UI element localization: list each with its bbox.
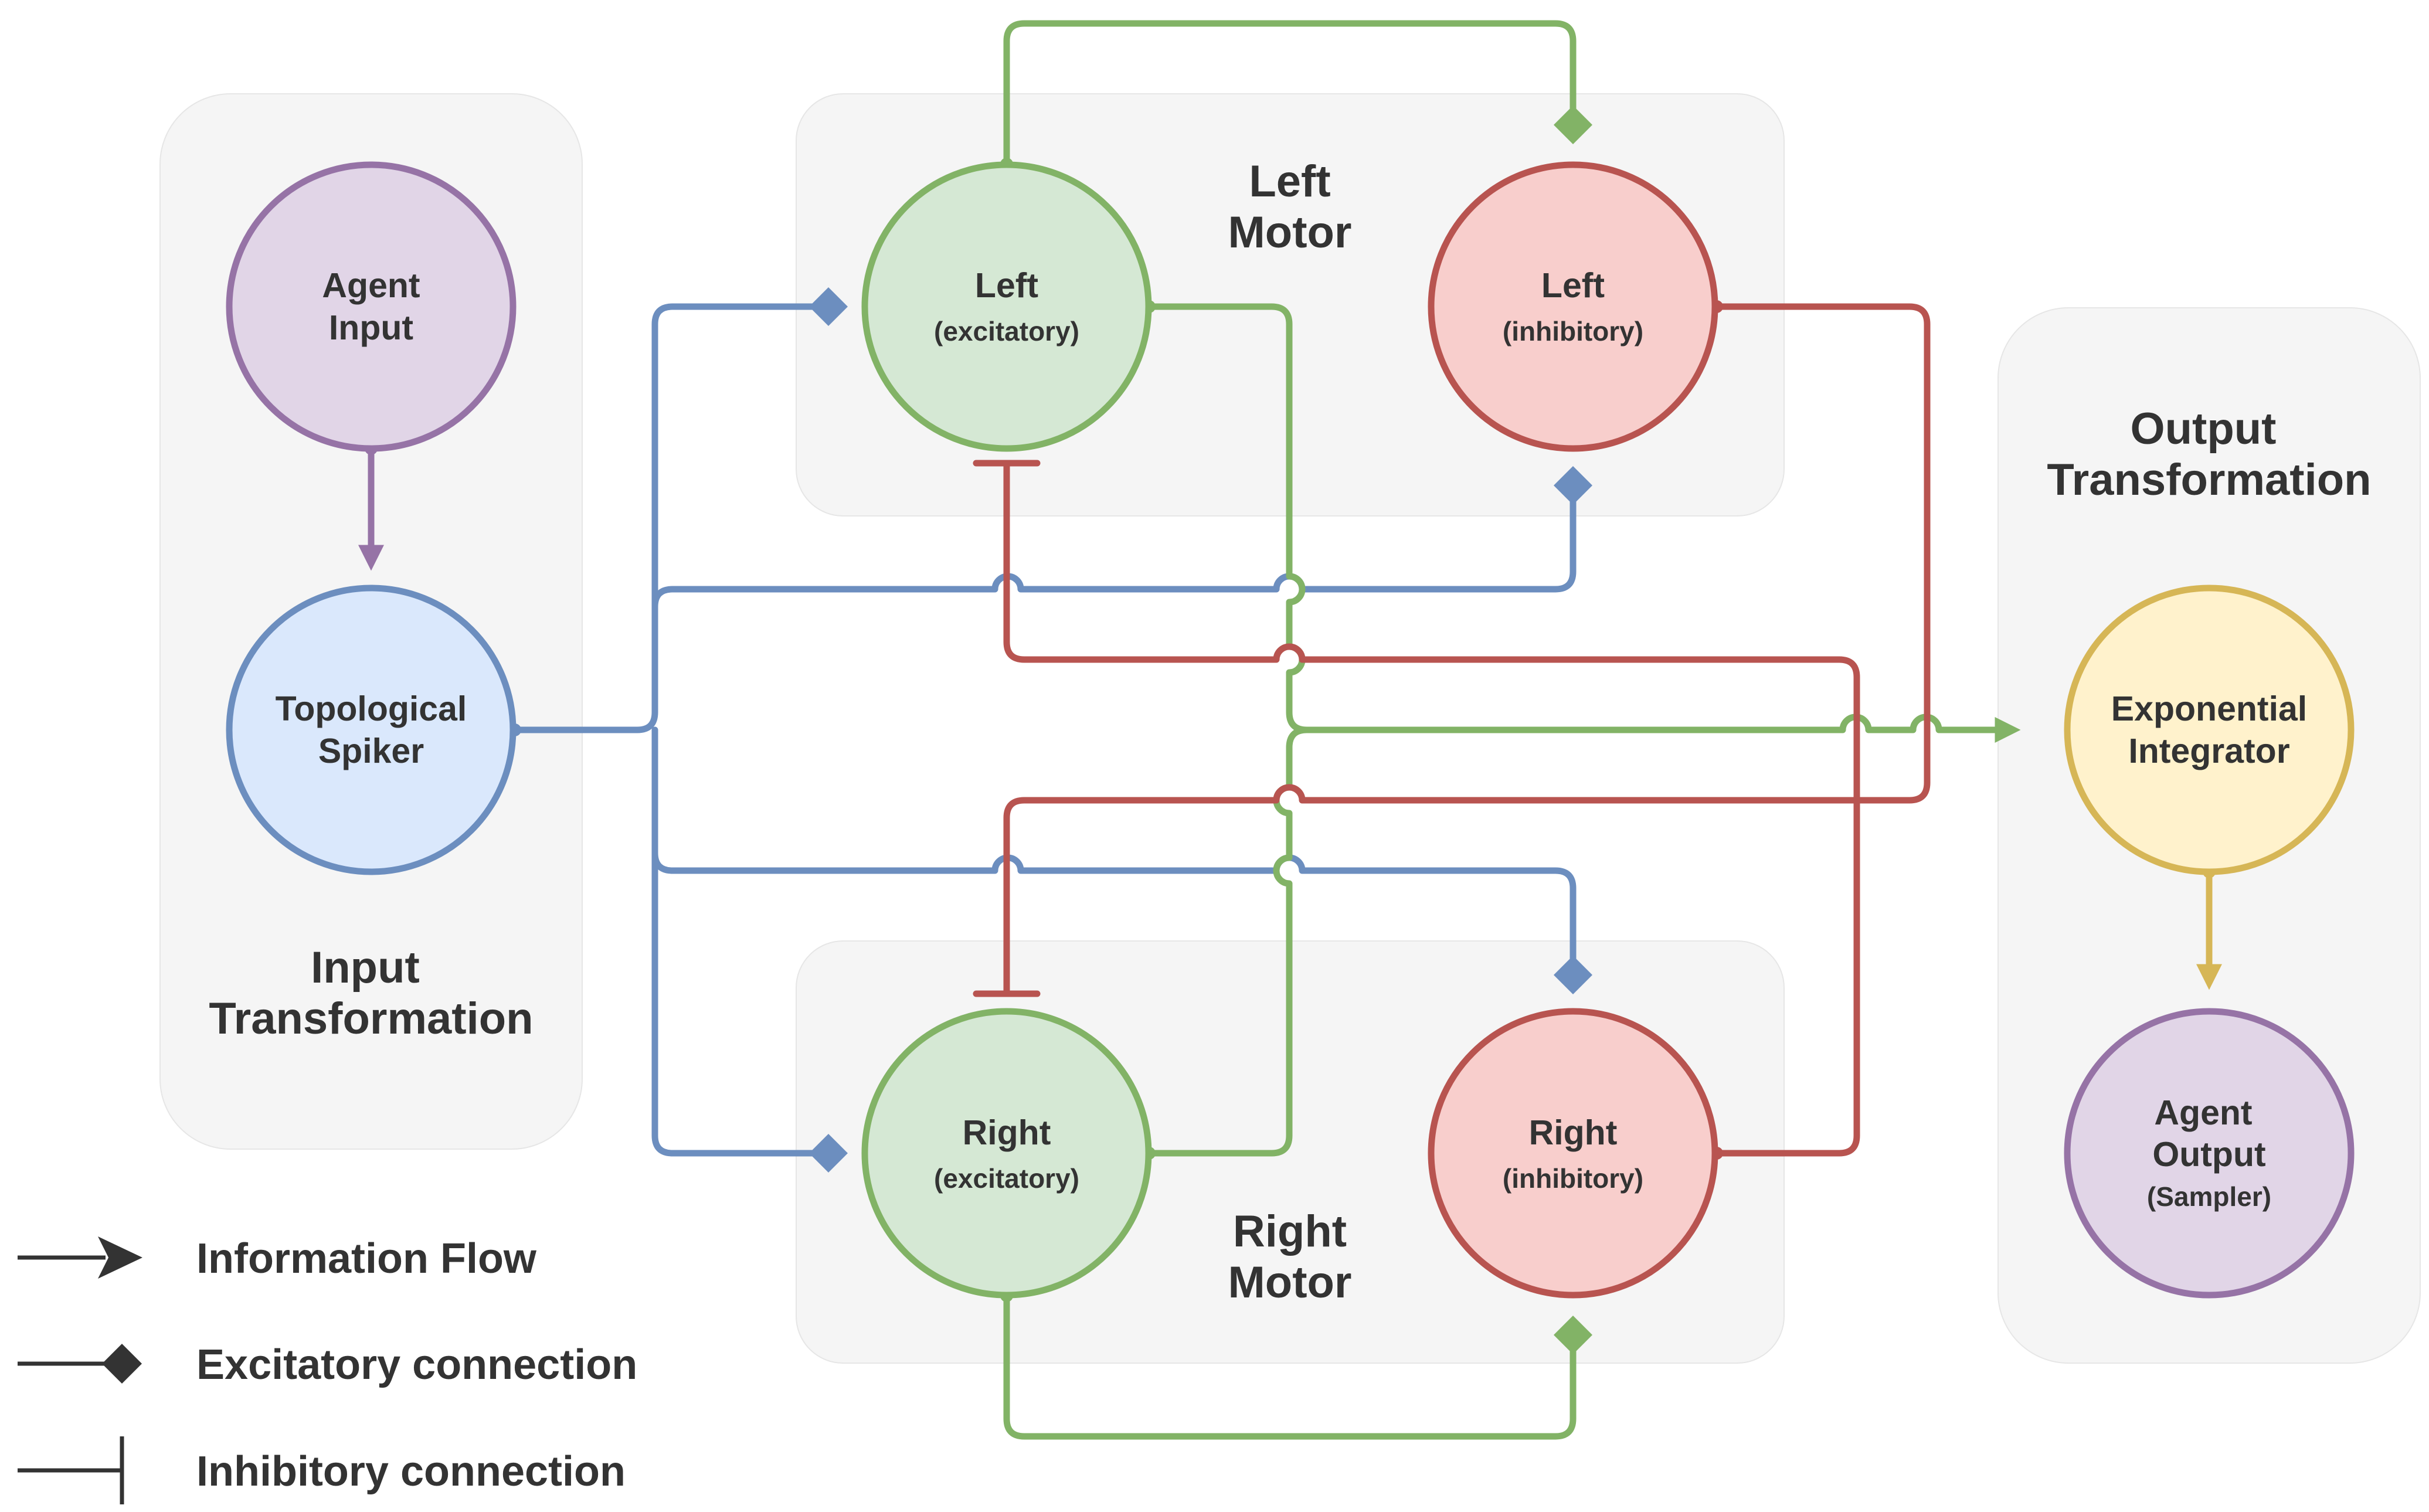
excitatory-marker-right-excitatory [809,1134,848,1173]
topological-spiker-label-line1: Topological [276,689,467,728]
excitatory-marker-right-inhibitory-blue [1554,956,1592,994]
left-motor-title-line1: Left [1249,157,1330,206]
left-excitatory-label-line2: (excitatory) [934,316,1079,346]
left-inhibitory-circle [1428,161,1718,452]
exponential-integrator-node: Exponential Integrator [2064,585,2355,875]
right-inhibitory-label-line2: (inhibitory) [1503,1163,1643,1194]
left-excitatory-to-integrator [1146,303,2021,743]
legend-information-flow: Information Flow [18,1235,537,1282]
left-motor-title-line2: Motor [1228,208,1351,257]
left-inhibitory-label-line2: (inhibitory) [1503,316,1643,346]
left-excitatory-to-left-inhibitory [1003,20,1577,168]
input-group-title-line2: Transformation [209,994,533,1044]
right-inhibitory-node: Right (inhibitory) [1428,1008,1718,1299]
right-excitatory-label-line1: Right [963,1113,1051,1152]
left-excitatory-circle [861,161,1152,452]
output-group-title-line2: Transformation [2047,455,2371,505]
legend-inhibitory-connection-label: Inhibitory connection [196,1448,626,1495]
right-inhibitory-label-line1: Right [1529,1113,1618,1152]
legend-inhibitory-connection: Inhibitory connection [18,1436,626,1504]
topological-spiker-circle [226,585,517,875]
excitatory-marker-left-excitatory [809,287,848,326]
right-inhibitory-circle [1428,1008,1718,1299]
topological-spiker-node: Topological Spiker [226,585,517,875]
legend-excitatory-connection: Excitatory connection [18,1341,637,1388]
legend-arrow-head-icon [98,1236,142,1279]
agent-output-node: Agent Output (Sampler) [2064,1008,2355,1299]
right-excitatory-to-right-inhibitory [1003,1292,1577,1440]
right-excitatory-node: Right (excitatory) [861,1008,1152,1299]
agent-output-label-line3: (Sampler) [2147,1181,2271,1212]
left-excitatory-label-line1: Left [975,266,1038,305]
right-excitatory-label-line2: (excitatory) [934,1163,1079,1194]
spiker-to-left-excitatory [511,303,816,733]
right-excitatory-circle [861,1008,1152,1299]
excitatory-marker-right-inhibitory-green [1554,1316,1592,1354]
output-group-title-line1: Output [2130,404,2276,454]
agent-output-circle [2064,1008,2355,1299]
input-group-title-line1: Input [311,943,420,993]
right-motor-title-line2: Motor [1228,1258,1351,1307]
left-inhibitory-node: Left (inhibitory) [1428,161,1718,452]
legend: Information Flow Excitatory connection I… [18,1235,637,1504]
exponential-integrator-circle [2064,585,2355,875]
right-motor-title-line1: Right [1233,1207,1347,1256]
excitatory-marker-left-inhibitory-green [1554,106,1592,144]
agent-output-label-line2: Output [2152,1135,2265,1174]
right-inhibitory-to-left-excitatory [1003,463,1860,1157]
legend-excitatory-connection-label: Excitatory connection [196,1341,637,1388]
agent-input-label-line2: Input [329,308,413,347]
right-excitatory-to-integrator [1146,726,1310,1157]
agent-input-circle [226,161,517,452]
agent-output-label-line1: Agent [2154,1093,2252,1132]
excitatory-marker-left-inhibitory-blue [1554,466,1592,505]
left-inhibitory-label-line1: Left [1541,266,1605,305]
exponential-integrator-label-line1: Exponential [2111,689,2307,728]
spiker-to-right-excitatory [651,726,816,1157]
left-inhibitory-to-right-excitatory [1003,303,1931,997]
topological-spiker-label-line2: Spiker [318,732,424,770]
connections [358,20,2222,1440]
exponential-integrator-label-line2: Integrator [2128,732,2289,770]
spiker-to-left-inhibitory [651,496,1577,610]
legend-diamond-icon [102,1344,142,1384]
legend-information-flow-label: Information Flow [196,1235,537,1282]
agent-input-node: Agent Input [226,161,517,452]
left-excitatory-node: Left (excitatory) [861,161,1152,452]
agent-input-label-line1: Agent [322,266,420,305]
